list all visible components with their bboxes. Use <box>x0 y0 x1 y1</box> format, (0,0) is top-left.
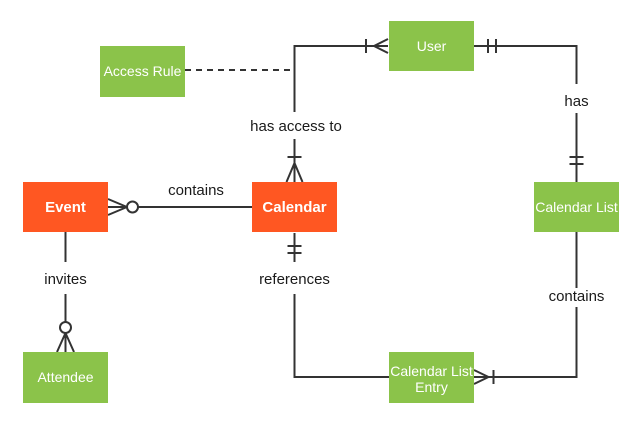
entity-box <box>100 46 185 97</box>
entity-label: Access Rule <box>104 63 182 79</box>
entity-label-line1: Calendar List <box>390 363 473 379</box>
entity-label: Attendee <box>37 369 93 385</box>
relationship-label: has access to <box>250 118 342 135</box>
relationship-label: references <box>259 271 330 288</box>
entity-calendar-list: Calendar List <box>534 182 619 232</box>
relationship-label: invites <box>44 271 87 288</box>
entity-box <box>389 21 474 71</box>
relationship-calendar-list-contains-entry: contains <box>473 232 605 385</box>
entity-box <box>252 182 337 232</box>
entity-user: User <box>389 21 474 71</box>
cardinality-one-or-many-icon <box>473 369 495 385</box>
relationship-label: contains <box>549 288 605 305</box>
relationship-event-invites-attendee: invites <box>44 232 87 353</box>
ring-icon <box>59 321 72 334</box>
relationship-label: contains <box>168 182 224 199</box>
entity-box <box>23 352 108 403</box>
cardinality-one-and-only-one-icon <box>287 245 302 254</box>
relationship-calendar-has-access-to-user: has access to <box>250 38 389 183</box>
entity-access-rule: Access Rule <box>100 46 185 97</box>
entity-box <box>23 182 108 232</box>
entity-calendar: Calendar <box>252 182 337 232</box>
crow-foot-icon <box>285 162 304 183</box>
cardinality-zero-or-many-icon <box>56 321 75 353</box>
entity-label-line2: Entry <box>415 379 448 395</box>
crow-foot-icon <box>373 38 389 54</box>
entity-box <box>389 352 474 403</box>
entity-label: Calendar List <box>535 199 618 215</box>
crow-foot-icon <box>56 332 75 353</box>
cardinality-one-or-many-icon <box>285 156 304 183</box>
cardinality-one-and-only-one-icon <box>487 39 497 53</box>
ring-icon <box>126 200 139 214</box>
crow-foot-icon <box>107 198 128 216</box>
relationship-user-has-calendar-list: has <box>474 39 589 182</box>
entity-event: Event <box>23 182 108 232</box>
entity-label: Event <box>45 199 86 216</box>
cardinality-one-and-only-one-icon <box>569 156 584 165</box>
relationship-calendar-references-entry: references <box>259 233 389 378</box>
entity-calendar-list-entry: Calendar List Entry <box>389 352 474 403</box>
connector-line <box>488 307 578 378</box>
entity-label: User <box>417 38 447 54</box>
entity-label: Calendar <box>262 199 326 216</box>
entity-attendee: Attendee <box>23 352 108 403</box>
connector-line <box>293 294 389 378</box>
connector-line <box>293 45 374 112</box>
relationship-label: has <box>564 93 588 110</box>
relationship-event-contains-calendar: contains <box>107 182 252 216</box>
entity-box <box>534 182 619 232</box>
cardinality-zero-or-many-icon <box>107 198 139 216</box>
cardinality-one-or-many-icon <box>365 38 389 54</box>
connector-line <box>474 45 578 84</box>
crow-foot-icon <box>473 369 489 385</box>
